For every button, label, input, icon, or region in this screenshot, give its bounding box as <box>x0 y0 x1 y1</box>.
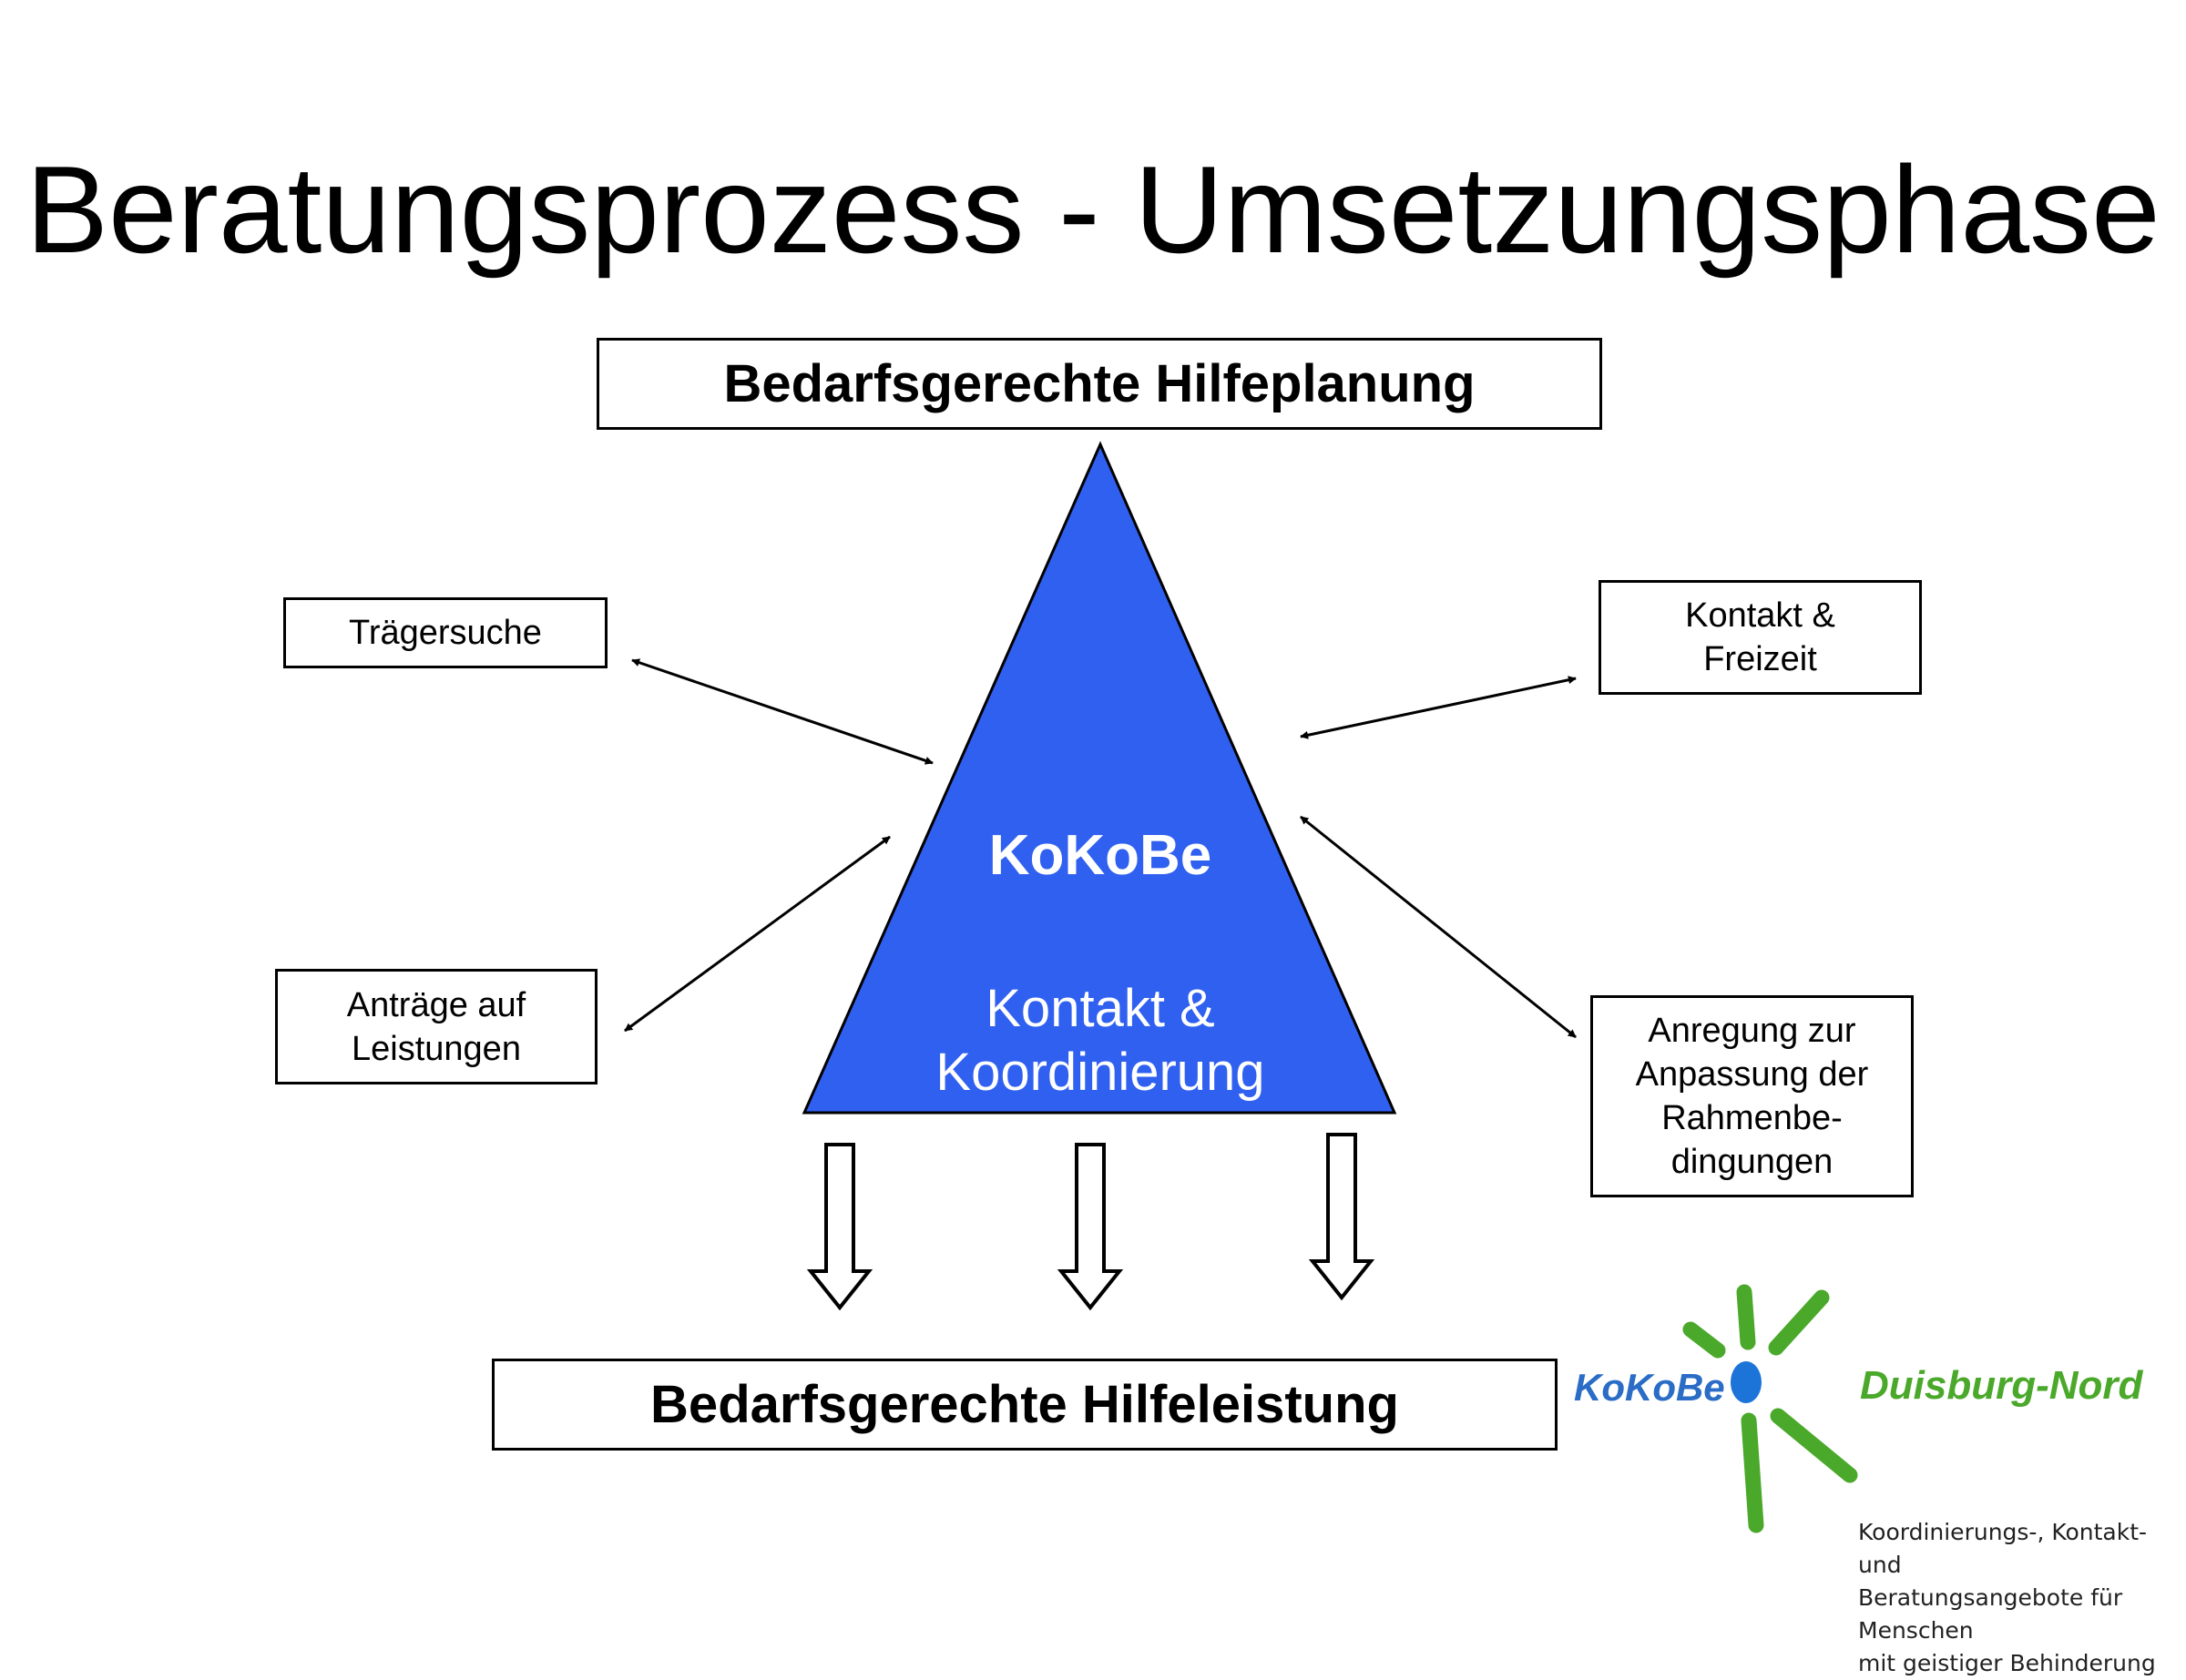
arrow-kontakt-freizeit <box>1300 676 1577 739</box>
logo-dot <box>1731 1361 1762 1403</box>
logo-ray-1 <box>1736 1284 1756 1350</box>
box-antraege-line-2: Leistungen <box>352 1029 521 1068</box>
center-line-1: Kontakt & <box>986 979 1215 1038</box>
box-traegersuche: Trägersuche <box>283 597 608 668</box>
box-hilfeleistung: Bedarfsgerechte Hilfeleistung <box>492 1359 1558 1451</box>
center-title: KoKoBe <box>988 824 1212 887</box>
box-kontakt-freizeit-line-1: Kontakt & <box>1685 596 1835 635</box>
arrow-traegersuche <box>631 658 934 765</box>
logo-graphic <box>1682 1284 1858 1533</box>
box-anregung-line-1: Anregung zur <box>1648 1012 1856 1050</box>
arrow-antraege <box>624 835 891 1033</box>
logo-ray-3 <box>1768 1289 1830 1356</box>
box-traegersuche-line: Trägersuche <box>349 614 542 652</box>
box-hilfeleistung-label: Bedarfsgerechte Hilfeleistung <box>650 1375 1399 1434</box>
box-anregung-line-2: Anpassung der <box>1635 1055 1869 1094</box>
down-arrow-left <box>806 1143 873 1311</box>
arrow-anregung <box>1300 815 1577 1039</box>
box-anregung-line-3: Rahmenbe- <box>1661 1099 1843 1137</box>
box-hilfeplanung-label: Bedarfsgerechte Hilfeplanung <box>723 354 1476 413</box>
logo-tagline-3: mit geistiger Behinderung <box>1858 1650 2156 1676</box>
logo-ray-2 <box>1682 1321 1726 1359</box>
logo-brand: KoKoBe <box>1574 1366 1725 1409</box>
box-hilfeplanung: Bedarfsgerechte Hilfeplanung <box>597 338 1602 430</box>
diagram-graphics <box>624 441 1858 1533</box>
koordinierung-triangle <box>802 441 1397 1115</box>
logo-tagline: Koordinierungs-, Kontakt- und Beratungsa… <box>1858 1516 2186 1680</box>
logo-tagline-2: Beratungsangebote für Menschen <box>1858 1584 2123 1644</box>
box-antraege-line-1: Anträge auf <box>346 985 526 1024</box>
box-anregung: Anregung zur Anpassung der Rahmenbe- din… <box>1590 995 1914 1197</box>
box-anregung-line-4: dingungen <box>1670 1143 1834 1181</box>
page-title: Beratungsprozess - Umsetzungsphase <box>26 140 2160 279</box>
down-arrow-right <box>1308 1133 1375 1301</box>
box-kontakt-freizeit-line-2: Freizeit <box>1703 640 1817 678</box>
logo-ray-4 <box>1770 1408 1858 1483</box>
logo-ray-5 <box>1741 1412 1764 1533</box>
logo-location: Duisburg-Nord <box>1860 1363 2143 1408</box>
box-antraege: Anträge auf Leistungen <box>275 969 598 1084</box>
center-line-2: Koordinierung <box>935 1043 1265 1102</box>
down-arrow-middle <box>1057 1143 1124 1311</box>
box-kontakt-freizeit: Kontakt & Freizeit <box>1599 580 1922 695</box>
logo-tagline-1: Koordinierungs-, Kontakt- und <box>1858 1519 2148 1578</box>
